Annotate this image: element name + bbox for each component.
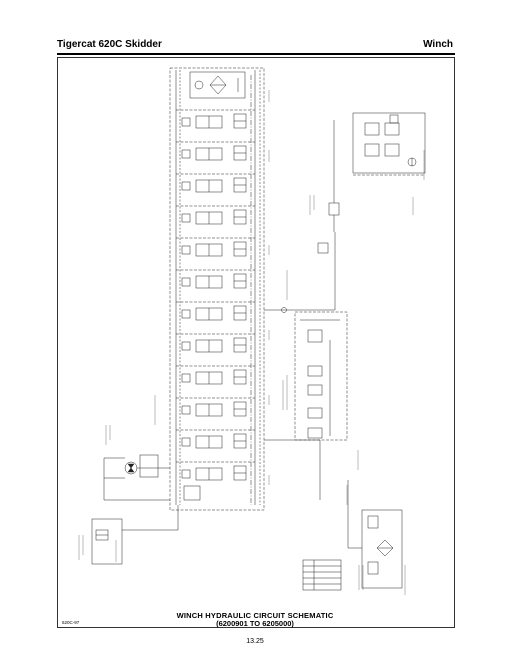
valve-sections: [176, 109, 255, 481]
line-type-legend: [302, 559, 342, 591]
schematic-frame: [57, 57, 455, 628]
section-title: Winch: [423, 39, 453, 50]
header-divider: [57, 53, 455, 55]
control-valve-bank-outline: [169, 67, 265, 511]
figure-title: WINCH HYDRAULIC CIRCUIT SCHEMATIC: [176, 611, 334, 620]
figure-id: 620C-97: [62, 620, 80, 625]
document-title: Tigercat 620C Skidder: [57, 39, 162, 50]
figure-subtitle: (6200901 TO 6205000): [216, 619, 294, 628]
page-number: 13.25: [246, 638, 264, 645]
